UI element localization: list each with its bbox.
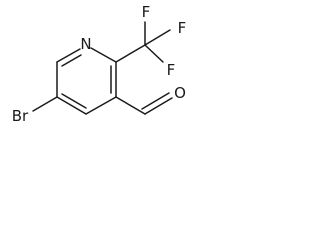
atom-bromine: Br xyxy=(12,107,29,125)
atom-fluorine-bottom: F xyxy=(167,61,176,79)
pyridine-ring xyxy=(56,47,117,115)
bond-c6-n1 xyxy=(56,48,81,63)
atom-nitrogen: N xyxy=(80,35,91,53)
bond-c3-cho xyxy=(115,96,146,115)
bond-c-f3 xyxy=(144,44,164,63)
bond-c4-c5-inner xyxy=(61,93,87,109)
bond-c-f2 xyxy=(144,29,171,46)
atom-fluorine-right: F xyxy=(178,19,187,37)
bond-n1-c2 xyxy=(90,47,117,63)
atom-fluorine-top: F xyxy=(142,3,151,21)
bond-cho-o xyxy=(144,97,173,115)
bromo-substituent xyxy=(32,96,58,112)
bond-c2-cf3 xyxy=(115,44,146,63)
bond-cho-o-double xyxy=(141,92,170,110)
atom-labels: N F F F O Br xyxy=(12,3,187,125)
trifluoromethyl-group xyxy=(115,21,171,63)
bond-c3-c4 xyxy=(85,96,117,115)
aldehyde-group xyxy=(115,92,173,115)
atom-oxygen: O xyxy=(174,84,186,102)
bond-c5-br xyxy=(32,96,58,112)
chemical-structure-diagram: N F F F O Br xyxy=(12,3,187,125)
bond-c4-c5 xyxy=(56,96,87,115)
bond-c6-n1-inner xyxy=(61,54,82,67)
